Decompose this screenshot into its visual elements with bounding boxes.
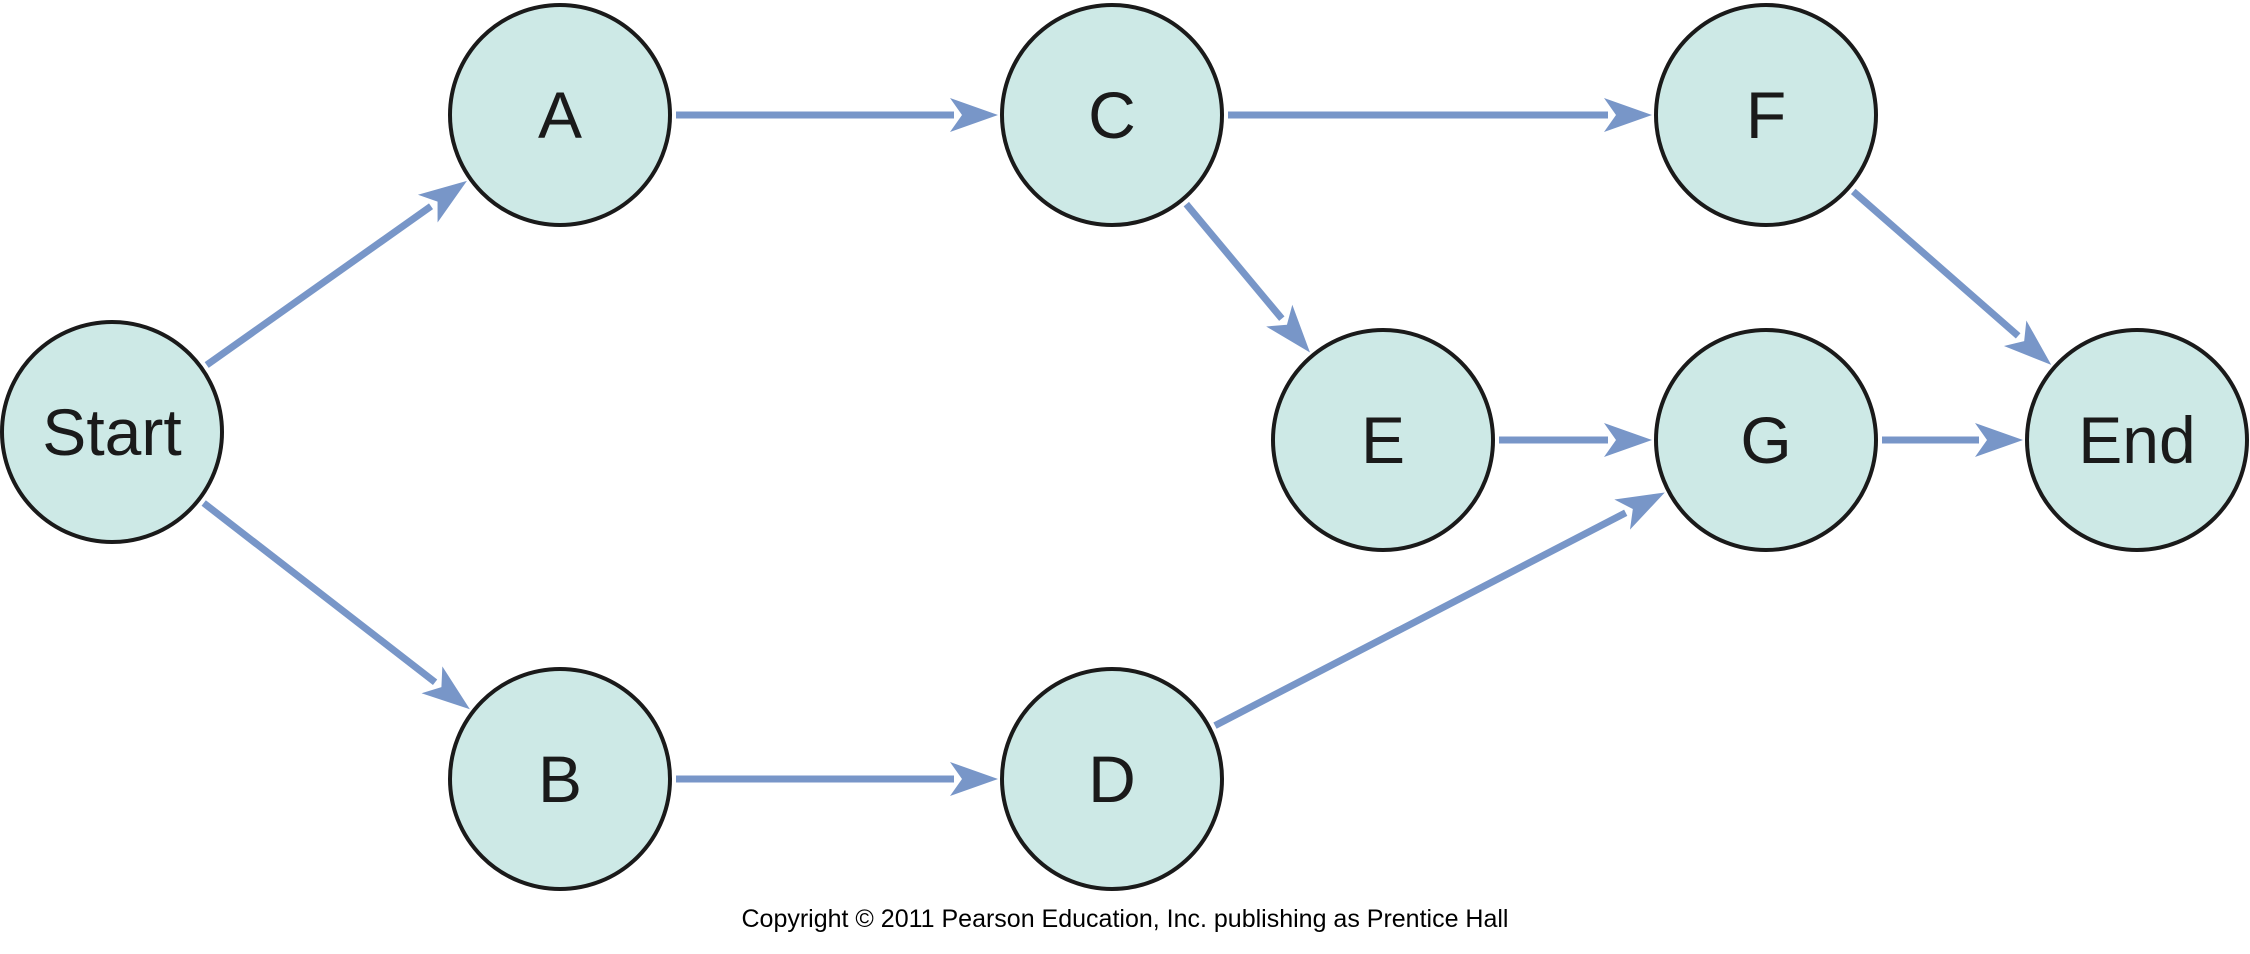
edge-layer [201,98,2052,796]
node-circle [0,320,224,544]
node-circle [1654,3,1878,227]
edge-d-to-g [1213,492,1665,729]
node-label: End [2078,403,2195,477]
edge-c-to-e [1183,201,1310,353]
arrowhead [421,666,470,710]
edge-line [1213,509,1628,729]
node-f: F [1654,3,1878,227]
edge-line [1850,188,2021,339]
node-e: E [1271,328,1495,552]
node-circle [1000,667,1224,891]
arrowhead [950,762,998,796]
arrowhead [950,98,998,132]
edge-a-to-c [676,98,998,132]
node-circle [448,3,672,227]
node-circle [2025,328,2249,552]
node-label: B [538,742,582,816]
arrowhead [1266,304,1310,353]
node-circle [448,667,672,891]
edge-g-to-end [1882,423,2023,457]
copyright-notice: Copyright © 2011 Pearson Education, Inc.… [741,905,1509,933]
edge-e-to-g [1499,423,1652,457]
node-circle [1271,328,1495,552]
edge-f-to-end [1850,188,2052,365]
node-label: D [1088,742,1136,816]
arrowhead [1614,492,1665,530]
edge-start-to-a [204,180,467,368]
node-a: A [448,3,672,227]
node-end: End [2025,328,2249,552]
edge-line [201,500,438,686]
arrowhead [1975,423,2023,457]
node-label: A [538,78,582,152]
node-g: G [1654,328,1878,552]
node-start: Start [0,320,224,544]
node-b: B [448,667,672,891]
edge-start-to-b [201,500,470,710]
node-layer: Start A B C D E F G End [0,3,2249,891]
node-d: D [1000,667,1224,891]
node-label: Start [42,395,181,469]
arrowhead [1604,98,1652,132]
arrowhead [417,180,467,223]
edge-line [1183,201,1285,321]
edge-b-to-d [676,762,998,796]
node-c: C [1000,3,1224,227]
edge-c-to-f [1228,98,1652,132]
node-circle [1000,3,1224,227]
node-label: F [1746,78,1786,152]
arrowhead [1604,423,1652,457]
arrowhead [2003,320,2052,365]
edge-line [204,203,434,368]
node-circle [1654,328,1878,552]
node-label: E [1361,403,1405,477]
node-label: G [1740,403,1791,477]
node-label: C [1088,78,1136,152]
